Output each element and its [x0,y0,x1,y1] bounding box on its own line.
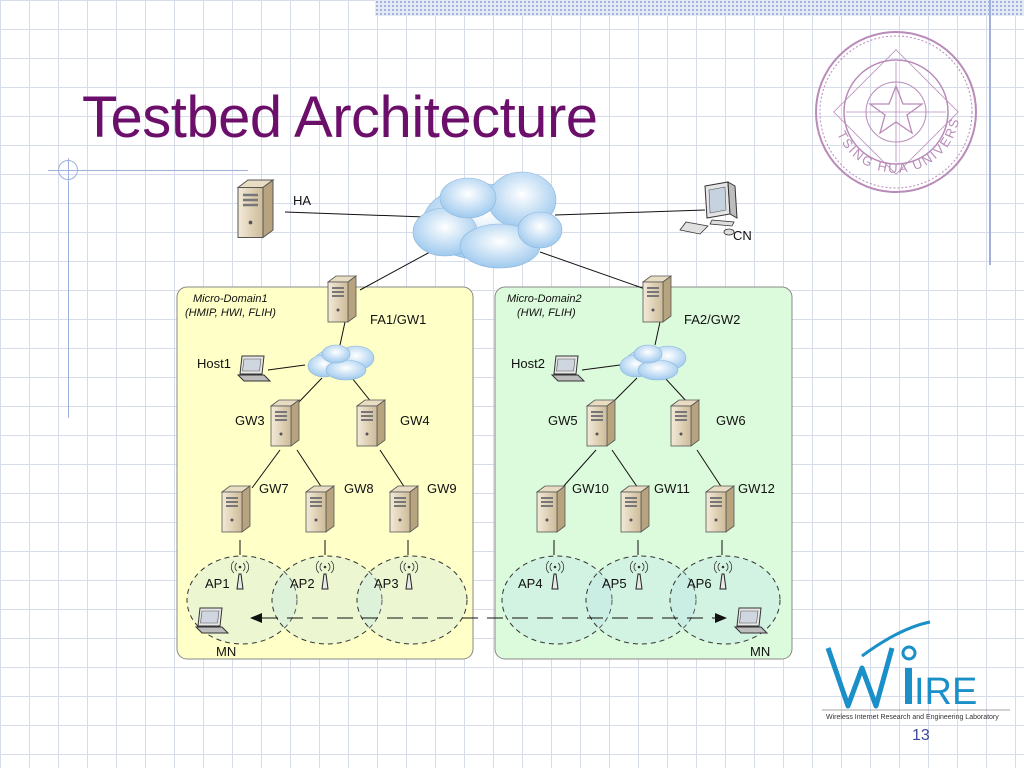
label-host1: Host1 [197,356,231,371]
page-number: 13 [912,727,930,744]
label-ha: HA [293,193,311,208]
gw12-server-icon [705,485,735,533]
ha-server-icon [237,179,274,239]
fa2-gw2-server-icon [642,275,672,323]
label-fa1: FA1/GW1 [370,312,426,327]
gw7-server-icon [221,485,251,533]
label-gw3: GW3 [235,413,265,428]
title-underline [48,170,248,171]
label-ap3: AP3 [374,576,399,591]
wire-tagline: Wireless Internet Research and Engineeri… [826,714,999,721]
university-seal-logo: TSING HUA UNIVERSITY [815,31,977,193]
label-gw10: GW10 [572,481,609,496]
page-title: Testbed Architecture [82,85,598,150]
label-mn-left: MN [216,644,236,659]
label-gw12: GW12 [738,481,775,496]
label-fa2: FA2/GW2 [684,312,740,327]
decorative-circle [58,160,78,180]
label-gw7: GW7 [259,481,289,496]
gw5-server-icon [586,399,616,447]
gw4-server-icon [356,399,386,447]
cn-computer-icon [679,181,738,236]
domain2-protocols: (HWI, FLIH) [517,307,576,319]
network-links [239,209,723,555]
label-gw9: GW9 [427,481,457,496]
header-band [375,0,1024,16]
fa1-gw1-server-icon [327,275,357,323]
label-ap1: AP1 [205,576,230,591]
seal-text: TSING HUA UNIVERSITY [834,100,960,176]
internet-cloud [412,171,563,269]
label-gw6: GW6 [716,413,746,428]
decorative-rule-right [989,0,991,265]
label-ap4: AP4 [518,576,543,591]
wire-wordmark: IRE [914,671,977,713]
gw3-server-icon [270,399,300,447]
label-ap5: AP5 [602,576,627,591]
gw9-server-icon [389,485,419,533]
label-gw11: GW11 [654,481,690,496]
gw6-server-icon [670,399,700,447]
domain2-name: Micro-Domain2 [507,293,582,305]
label-ap6: AP6 [687,576,712,591]
label-ap2: AP2 [290,576,315,591]
label-mn-right: MN [750,644,770,659]
wire-logo: IRE Wireless Internet Research and Engin… [822,620,1010,721]
domain1-name: Micro-Domain1 [193,293,268,305]
svg-text:TSING HUA UNIVERSITY: TSING HUA UNIVERSITY [834,100,962,176]
label-gw5: GW5 [548,413,578,428]
label-gw8: GW8 [344,481,374,496]
gw10-server-icon [536,485,566,533]
decorative-rule-left [68,158,69,418]
label-cn: CN [733,228,752,243]
gw8-server-icon [305,485,335,533]
handoff-arrow [250,613,727,623]
gw11-server-icon [620,485,650,533]
label-gw4: GW4 [400,413,430,428]
coverage-areas [186,555,781,645]
domain1-protocols: (HMIP, HWI, FLIH) [185,307,276,319]
label-host2: Host2 [511,356,545,371]
